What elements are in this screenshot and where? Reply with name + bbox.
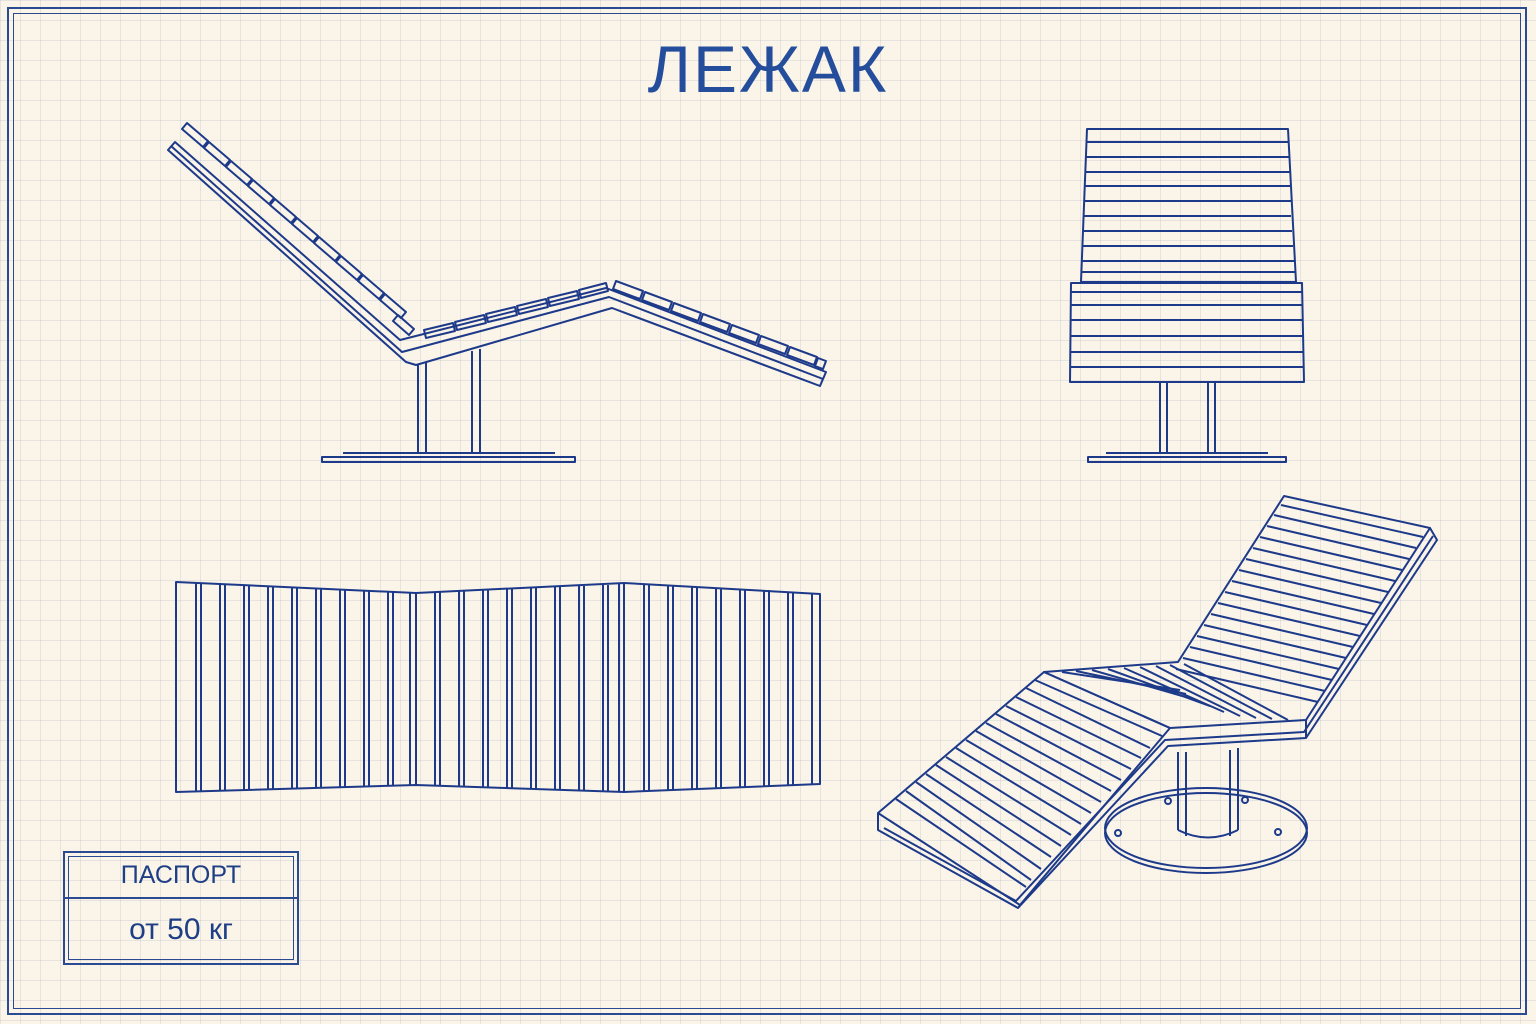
front-view-base-plate — [1087, 452, 1287, 463]
side-view-frame — [167, 141, 827, 387]
top-view-outline — [175, 581, 821, 793]
passport-weight-value: от 50 кг — [129, 913, 233, 946]
front-view-backrest-slats — [1082, 141, 1295, 273]
side-view-base-plate — [321, 452, 576, 463]
top-view — [175, 581, 821, 793]
iso-frame-edge — [877, 527, 1438, 909]
passport-heading: ПАСПОРТ — [65, 853, 297, 899]
side-view-pillar — [417, 349, 481, 453]
passport-stamp-inner-frame — [68, 856, 294, 960]
iso-base-plate — [1104, 792, 1308, 874]
front-view-backrest — [1080, 128, 1297, 283]
side-view-frame-inner-line — [170, 145, 824, 380]
side-view — [167, 122, 827, 463]
side-view-backrest-slats — [181, 122, 415, 336]
top-view-slats — [195, 583, 813, 792]
isometric-view — [877, 495, 1438, 909]
side-view-seat-slats — [423, 282, 609, 339]
side-view-leg-slats — [612, 280, 827, 370]
passport-stamp: ПАСПОРТ от 50 кг — [63, 851, 299, 965]
drawing-title: ЛЕЖАК — [647, 32, 889, 106]
iso-back-slats — [1175, 504, 1424, 703]
iso-pillar — [1177, 748, 1239, 830]
front-view-seat — [1069, 282, 1305, 383]
iso-fold-slats — [1061, 663, 1289, 721]
sheet-frame-inner — [13, 13, 1521, 1009]
front-view — [1069, 128, 1305, 463]
front-view-pillar — [1159, 382, 1216, 453]
front-view-seat-slats — [1070, 291, 1304, 368]
sheet-frame-outer — [7, 7, 1527, 1015]
iso-seat-slats — [895, 679, 1163, 888]
